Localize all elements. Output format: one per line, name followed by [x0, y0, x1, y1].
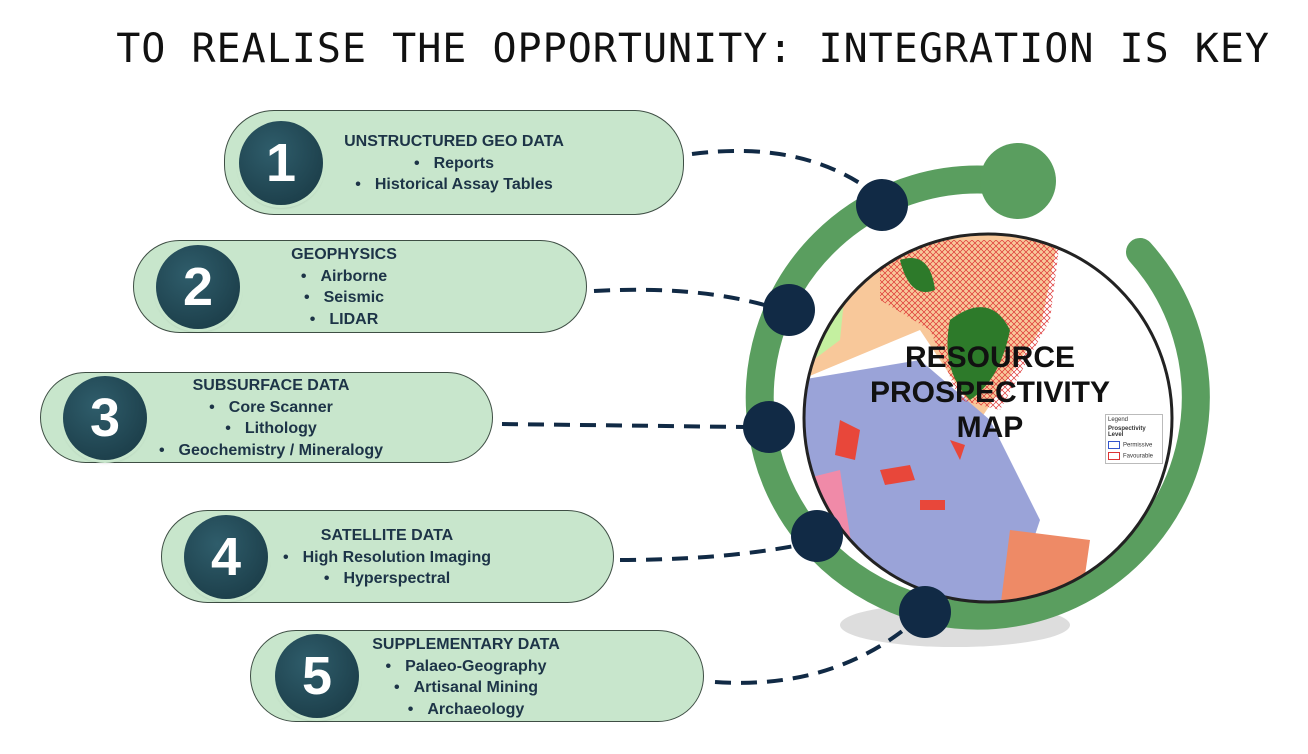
legend-entry-permissive: Permissive	[1108, 441, 1160, 449]
legend-subtitle: Prospectivity Level	[1108, 426, 1146, 438]
card-text: UNSTRUCTURED GEO DATA Reports Historical…	[329, 131, 579, 196]
data-card-3: 3 SUBSURFACE DATA Core Scanner Lithology…	[40, 372, 493, 463]
data-card-1: 1 UNSTRUCTURED GEO DATA Reports Historic…	[224, 110, 684, 215]
card-bullet: LIDAR	[264, 309, 424, 331]
map-label-line: MAP	[956, 411, 1024, 444]
card-bullet: Artisanal Mining	[361, 677, 571, 699]
card-heading: GEOPHYSICS	[291, 246, 397, 263]
green-ring	[745, 165, 1210, 630]
card-bullet: Lithology	[136, 418, 406, 440]
number-badge: 2	[156, 244, 240, 329]
favourable-swatch-icon	[1108, 452, 1120, 460]
node-dot-1	[856, 179, 908, 231]
card-bullet: Reports	[329, 153, 579, 175]
node-dot-2	[763, 284, 815, 336]
connector-2	[593, 287, 776, 310]
data-card-5: 5 SUPPLEMENTARY DATA Palaeo-Geography Ar…	[250, 630, 704, 722]
card-heading: UNSTRUCTURED GEO DATA	[344, 133, 564, 150]
number-badge: 3	[63, 375, 147, 460]
map-label: RESOURCE PROSPECTIVITY MAP	[850, 340, 1130, 445]
card-text: GEOPHYSICS Airborne Seismic LIDAR	[264, 244, 424, 330]
card-text: SUBSURFACE DATA Core Scanner Lithology G…	[136, 375, 406, 461]
page-title: TO REALISE THE OPPORTUNITY: INTEGRATION …	[116, 26, 1270, 72]
data-card-2: 2 GEOPHYSICS Airborne Seismic LIDAR	[133, 240, 587, 333]
connector-1	[691, 148, 872, 192]
ring-knob	[980, 143, 1056, 219]
legend-title: Legend	[1108, 417, 1129, 423]
number-badge: 1	[239, 120, 323, 205]
card-heading: SUBSURFACE DATA	[192, 377, 350, 394]
card-bullet: Palaeo-Geography	[361, 656, 571, 678]
connector-5	[714, 623, 912, 685]
node-dot-5	[899, 586, 951, 638]
number-badge: 4	[184, 514, 268, 599]
card-heading: SUPPLEMENTARY DATA	[372, 636, 560, 653]
card-text: SATELLITE DATA High Resolution Imaging H…	[262, 525, 512, 590]
connector-4	[619, 543, 801, 562]
map-legend: Legend Prospectivity Level Permissive Fa…	[1105, 414, 1163, 464]
connector-3	[501, 422, 746, 429]
card-bullet: Airborne	[264, 266, 424, 288]
card-bullet: Historical Assay Tables	[329, 174, 579, 196]
map-label-line: RESOURCE	[904, 341, 1076, 374]
card-bullet: Core Scanner	[136, 397, 406, 419]
map-label-line: PROSPECTIVITY	[869, 376, 1111, 409]
legend-label: Permissive	[1123, 442, 1153, 449]
map-border	[802, 232, 1174, 604]
card-bullet: Archaeology	[361, 699, 571, 721]
card-bullet: Hyperspectral	[262, 568, 512, 590]
legend-entry-favourable: Favourable	[1108, 452, 1160, 460]
number-badge: 5	[275, 634, 359, 718]
card-bullet: Geochemistry / Mineralogy	[136, 440, 406, 462]
legend-label: Favourable	[1123, 453, 1154, 460]
card-text: SUPPLEMENTARY DATA Palaeo-Geography Arti…	[361, 634, 571, 720]
card-heading: SATELLITE DATA	[320, 527, 454, 544]
permissive-swatch-icon	[1108, 441, 1120, 449]
node-dot-3	[743, 401, 795, 453]
data-card-4: 4 SATELLITE DATA High Resolution Imaging…	[161, 510, 614, 603]
node-dot-4	[791, 510, 843, 562]
card-bullet: High Resolution Imaging	[262, 547, 512, 569]
card-bullet: Seismic	[264, 287, 424, 309]
